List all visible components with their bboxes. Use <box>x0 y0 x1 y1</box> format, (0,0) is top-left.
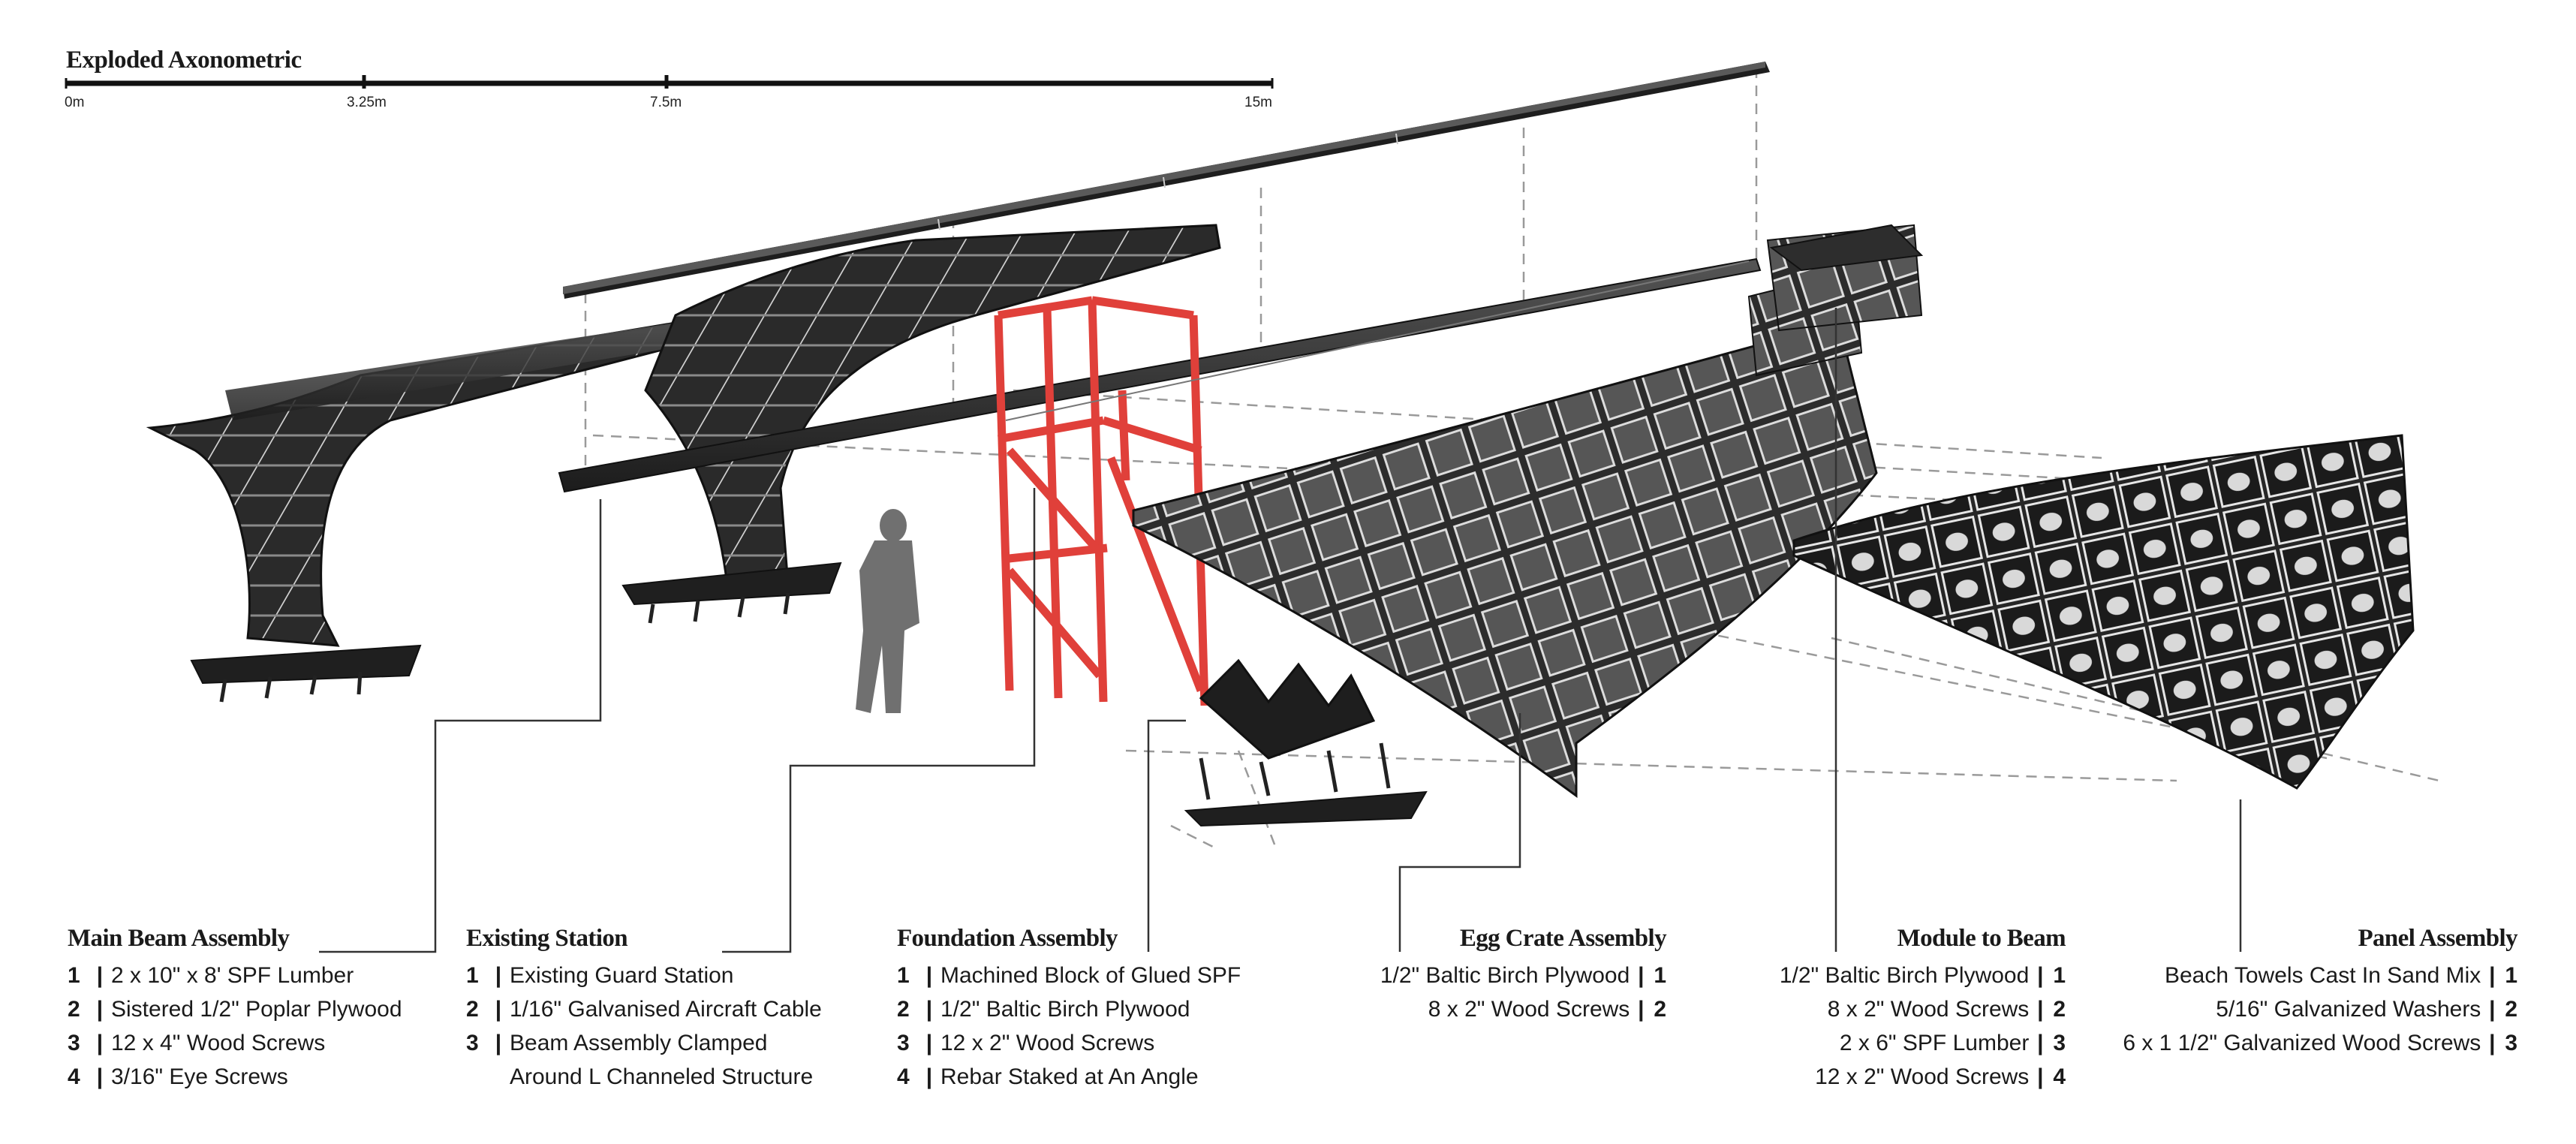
legend-item: 2|Sistered 1/2" Poplar Plywood <box>68 997 402 1022</box>
legend-main-beam-assembly: Main Beam Assembly 1|2 x 10" x 8' SPF Lu… <box>68 925 402 1094</box>
legend-item: 12 x 2" Wood Screws|4 <box>1815 1064 2066 1089</box>
leader-lines <box>319 308 2242 953</box>
legend-item: Beach Towels Cast In Sand Mix|1 <box>2164 963 2517 988</box>
legend-item: 3|12 x 2" Wood Screws <box>897 1031 1155 1055</box>
legend-item: 1/2" Baltic Birch Plywood|1 <box>1380 963 1666 988</box>
legend-module-to-beam: Module to Beam 1/2" Baltic Birch Plywood… <box>1780 925 2066 1094</box>
aircraft-cable <box>1005 260 1750 421</box>
legend-item: 6 x 1 1/2" Galvanized Wood Screws|3 <box>2123 1031 2517 1055</box>
legend-foundation-assembly: Foundation Assembly 1|Machined Block of … <box>897 925 1241 1094</box>
page-title: Exploded Axonometric <box>66 47 302 74</box>
main-beam-left <box>146 321 681 703</box>
legend-item: 1|Machined Block of Glued SPF <box>897 963 1241 988</box>
main-beam-center <box>558 224 1762 624</box>
legend-item: Around L Channeled Structure <box>510 1064 814 1089</box>
legend-existing-station: Existing Station 1|Existing Guard Statio… <box>466 925 822 1094</box>
foundation-assembly <box>1184 658 1428 827</box>
legend-title: Panel Assembly <box>2358 925 2517 952</box>
legend-item: 2|1/2" Baltic Birch Plywood <box>897 997 1190 1022</box>
legend-item: 8 x 2" Wood Screws|2 <box>1428 997 1666 1022</box>
egg-crate-assembly <box>1132 321 1878 798</box>
legend-title: Foundation Assembly <box>897 925 1118 952</box>
top-beam <box>563 62 1770 299</box>
scale-tick-label: 7.5m <box>650 95 682 110</box>
human-scale-figure <box>856 509 919 713</box>
module-to-beam <box>1747 224 1924 377</box>
scale-tick-label: 3.25m <box>347 95 387 110</box>
legend-item: 1|2 x 10" x 8' SPF Lumber <box>68 963 354 988</box>
existing-station-frame <box>994 296 1209 706</box>
legend-title: Egg Crate Assembly <box>1459 925 1667 952</box>
legend-item: 1/2" Baltic Birch Plywood|1 <box>1779 963 2066 988</box>
scale-tick-label: 15m <box>1244 95 1272 110</box>
legend-title: Main Beam Assembly <box>68 925 290 952</box>
legend-item: 2|1/16" Galvanised Aircraft Cable <box>466 997 822 1022</box>
legend-item: 2 x 6" SPF Lumber|3 <box>1839 1031 2066 1055</box>
legend-item: 3|Beam Assembly Clamped <box>466 1031 768 1055</box>
legend-item: 3|12 x 4" Wood Screws <box>68 1031 326 1055</box>
legend-item: 4|3/16" Eye Screws <box>68 1064 288 1089</box>
legend-item: 1|Existing Guard Station <box>466 963 734 988</box>
panel-assembly <box>1792 434 2415 790</box>
legend-item: 8 x 2" Wood Screws|2 <box>1827 997 2066 1022</box>
scale-bar <box>65 75 1274 89</box>
legend-title: Existing Station <box>466 925 628 952</box>
scale-tick-label: 0m <box>65 95 85 110</box>
legend-title: Module to Beam <box>1897 925 2066 952</box>
legend-item: 4|Rebar Staked at An Angle <box>897 1064 1199 1089</box>
legend-panel-assembly: Panel Assembly Beach Towels Cast In Sand… <box>2123 925 2517 1060</box>
legend-item: 5/16" Galvanized Washers|2 <box>2216 997 2517 1022</box>
legend-egg-crate-assembly: Egg Crate Assembly 1/2" Baltic Birch Ply… <box>1380 925 1667 1026</box>
